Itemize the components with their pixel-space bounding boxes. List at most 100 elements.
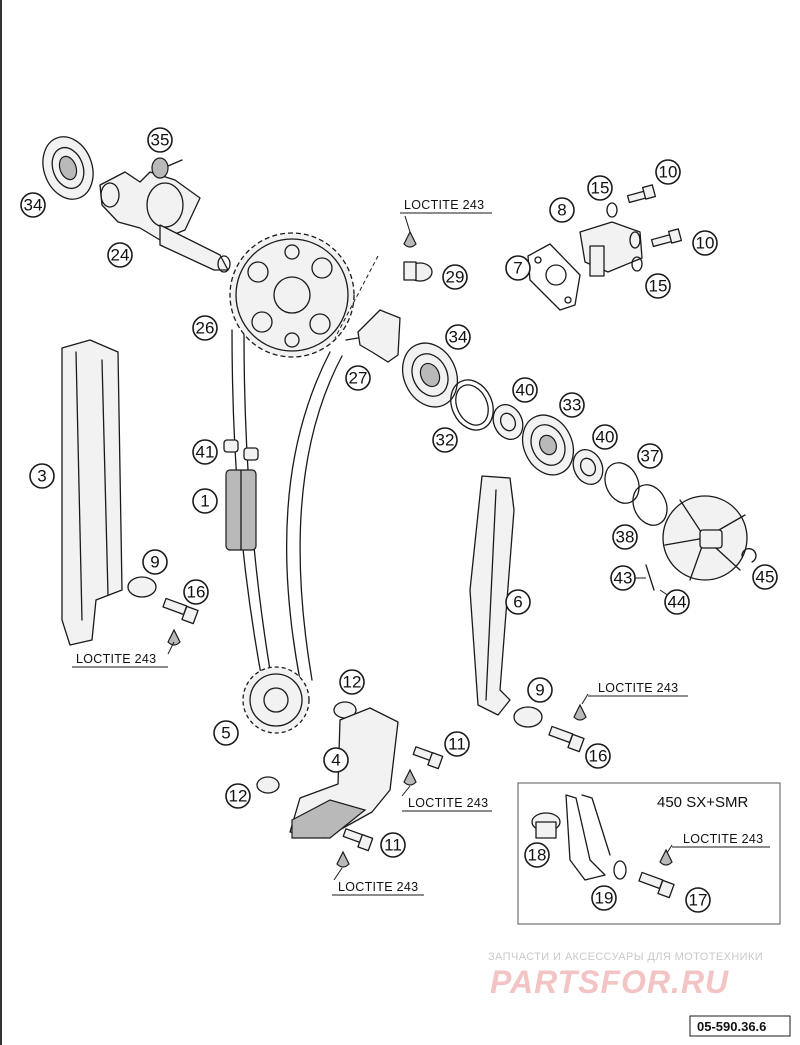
loctite-note: LOCTITE 243 <box>683 832 763 846</box>
svg-text:4: 4 <box>331 751 340 770</box>
svg-text:11: 11 <box>384 836 402 855</box>
svg-text:41: 41 <box>196 443 215 462</box>
callout-11: 11 <box>444 731 470 757</box>
chain-tensioner-rail-part <box>469 475 515 716</box>
svg-text:24: 24 <box>111 246 130 265</box>
svg-text:9: 9 <box>535 681 544 700</box>
svg-text:29: 29 <box>446 268 465 287</box>
bolt-part <box>162 597 199 625</box>
callout-10: 10 <box>692 230 718 256</box>
callout-38: 38 <box>612 524 638 550</box>
callout-33: 33 <box>559 392 585 418</box>
bolt-part <box>548 725 585 753</box>
svg-text:44: 44 <box>668 593 687 612</box>
svg-text:15: 15 <box>591 179 610 198</box>
svg-text:10: 10 <box>659 163 678 182</box>
svg-text:40: 40 <box>596 428 615 447</box>
callout-24: 24 <box>107 242 133 268</box>
crank-sprocket-part <box>242 666 310 734</box>
watermark-tagline: ЗАПЧАСТИ И АКСЕССУАРЫ ДЛЯ МОТОТЕХНИКИ <box>488 951 763 963</box>
svg-text:17: 17 <box>689 891 708 910</box>
svg-text:32: 32 <box>436 431 455 450</box>
callout-4: 4 <box>323 747 349 773</box>
o-ring-part <box>604 462 668 526</box>
svg-text:19: 19 <box>595 889 614 908</box>
svg-text:26: 26 <box>196 319 215 338</box>
svg-text:15: 15 <box>649 277 668 296</box>
sleeve-part <box>127 576 157 598</box>
callout-26: 26 <box>192 315 218 341</box>
bolt-part <box>342 746 444 852</box>
svg-text:37: 37 <box>641 447 660 466</box>
callout-34: 34 <box>20 192 46 218</box>
impeller-part <box>662 495 748 581</box>
callout-27: 27 <box>345 365 371 391</box>
circlip-part <box>741 548 757 563</box>
callout-12: 12 <box>339 669 365 695</box>
svg-text:43: 43 <box>614 569 633 588</box>
callout-35: 35 <box>147 127 173 153</box>
callout-12: 12 <box>225 783 251 809</box>
bolt-part <box>626 184 683 248</box>
loctite-drop <box>167 628 181 646</box>
callout-11: 11 <box>380 832 406 858</box>
callout-7: 7 <box>505 255 531 281</box>
callout-8: 8 <box>549 197 575 223</box>
callout-40: 40 <box>512 377 538 403</box>
callout-6: 6 <box>505 589 531 615</box>
loctite-note: LOCTITE 243 <box>408 796 488 810</box>
loctite-note: LOCTITE 243 <box>338 880 418 894</box>
svg-text:45: 45 <box>756 568 775 587</box>
callout-9: 9 <box>142 549 168 575</box>
callout-29: 29 <box>442 264 468 290</box>
svg-text:3: 3 <box>37 467 46 486</box>
pin-part <box>645 564 655 591</box>
svg-text:5: 5 <box>221 724 230 743</box>
callout-41: 41 <box>192 439 218 465</box>
callout-37: 37 <box>637 443 663 469</box>
sleeve-part <box>513 706 543 728</box>
svg-text:16: 16 <box>187 583 206 602</box>
shaft-seal-part <box>492 403 604 486</box>
svg-text:12: 12 <box>343 673 362 692</box>
svg-text:27: 27 <box>349 369 368 388</box>
svg-text:6: 6 <box>513 593 522 612</box>
loctite-note: LOCTITE 243 <box>404 198 484 212</box>
svg-text:34: 34 <box>449 328 468 347</box>
loctite-note: LOCTITE 243 <box>76 652 156 666</box>
bearing-part <box>401 342 459 408</box>
svg-text:34: 34 <box>24 196 43 215</box>
loctite-drop <box>336 850 350 868</box>
bearing-part <box>42 136 94 200</box>
svg-text:7: 7 <box>513 259 522 278</box>
svg-text:1: 1 <box>200 492 209 511</box>
leader-lines <box>167 215 676 881</box>
svg-text:38: 38 <box>616 528 635 547</box>
loctite-drop <box>573 703 587 721</box>
spring-part <box>151 157 183 179</box>
svg-text:10: 10 <box>696 234 715 253</box>
gasket-part <box>527 243 581 311</box>
inset-parts <box>531 794 675 899</box>
callout-45: 45 <box>752 564 778 590</box>
callout-40: 40 <box>592 424 618 450</box>
callout-44: 44 <box>664 589 690 615</box>
drawing-code-box <box>689 1015 791 1037</box>
callout-1: 1 <box>192 488 218 514</box>
callout-34: 34 <box>445 324 471 350</box>
callout-15: 15 <box>645 273 671 299</box>
tensioner-housing-part <box>579 221 643 277</box>
variant-inset-box <box>517 782 781 925</box>
callout-10: 10 <box>655 159 681 185</box>
svg-text:35: 35 <box>151 131 170 150</box>
chain-guide-rail-part <box>61 339 123 646</box>
svg-text:18: 18 <box>528 846 547 865</box>
svg-text:8: 8 <box>557 201 566 220</box>
bolt-part <box>403 230 433 282</box>
o-ring-part <box>450 379 494 431</box>
svg-text:9: 9 <box>150 553 159 572</box>
callout-16: 16 <box>585 743 611 769</box>
watermark-logo: PARTSFOR.RU <box>490 964 729 1000</box>
chain-part <box>225 469 257 551</box>
